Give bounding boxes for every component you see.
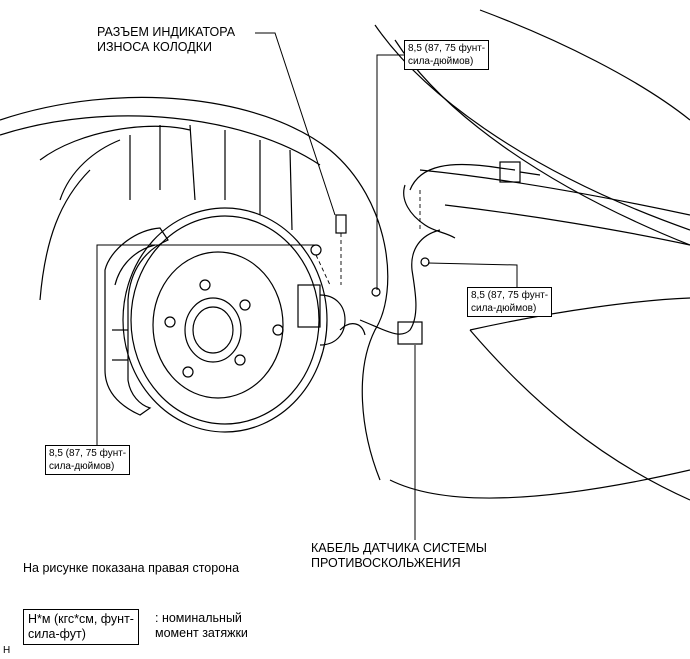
figure-caption: На рисунке показана правая сторона xyxy=(23,561,240,575)
legend-description-line2: момент затяжки xyxy=(155,626,248,640)
torque-spec-right-line2: сила-дюймов) xyxy=(471,303,537,314)
dashed-lines xyxy=(315,190,421,286)
sensor-cable-line2: ПРОТИВОСКОЛЬЖЕНИЯ xyxy=(311,556,461,570)
sensor-harness xyxy=(359,161,541,345)
figure-code: H xyxy=(3,645,11,656)
legend-description-line1: : номинальный xyxy=(155,611,242,625)
torque-spec-left-line1: 8,5 (87, 75 фунт- xyxy=(49,448,127,459)
legend-units-line1: Н*м (кгс*см, фунт- xyxy=(28,612,134,626)
leader-lines xyxy=(96,32,518,540)
legend-units-box: Н*м (кгс*см, фунт- сила-фут) xyxy=(23,609,139,645)
torque-spec-left: 8,5 (87, 75 фунт- сила-дюймов) xyxy=(45,445,131,475)
sensor-cable-line1: КАБЕЛЬ ДАТЧИКА СИСТЕМЫ xyxy=(311,541,487,555)
pad-wear-connector-line2: ИЗНОСА КОЛОДКИ xyxy=(97,40,212,54)
torque-spec-top-line2: сила-дюймов) xyxy=(408,56,474,67)
torque-spec-top: 8,5 (87, 75 фунт- сила-дюймов) xyxy=(404,40,490,70)
brake-caliper xyxy=(104,227,169,416)
wheel-arch xyxy=(39,124,293,301)
torque-spec-right: 8,5 (87, 75 фунт- сила-дюймов) xyxy=(467,287,553,317)
legend-description: : номинальный момент затяжки xyxy=(155,611,248,641)
legend-units-line2: сила-фут) xyxy=(28,627,86,641)
fender-outline xyxy=(0,9,690,501)
pad-wear-connector-line1: РАЗЪЕМ ИНДИКАТОРА xyxy=(97,25,236,39)
pad-wear-connector-label: РАЗЪЕМ ИНДИКАТОРА ИЗНОСА КОЛОДКИ xyxy=(97,25,235,55)
torque-spec-top-line1: 8,5 (87, 75 фунт- xyxy=(408,43,486,54)
sensor-cable-label: КАБЕЛЬ ДАТЧИКА СИСТЕМЫ ПРОТИВОСКОЛЬЖЕНИЯ xyxy=(311,541,487,571)
torque-spec-right-line1: 8,5 (87, 75 фунт- xyxy=(471,290,549,301)
torque-spec-left-line2: сила-дюймов) xyxy=(49,461,115,472)
brake-disc xyxy=(122,207,328,433)
